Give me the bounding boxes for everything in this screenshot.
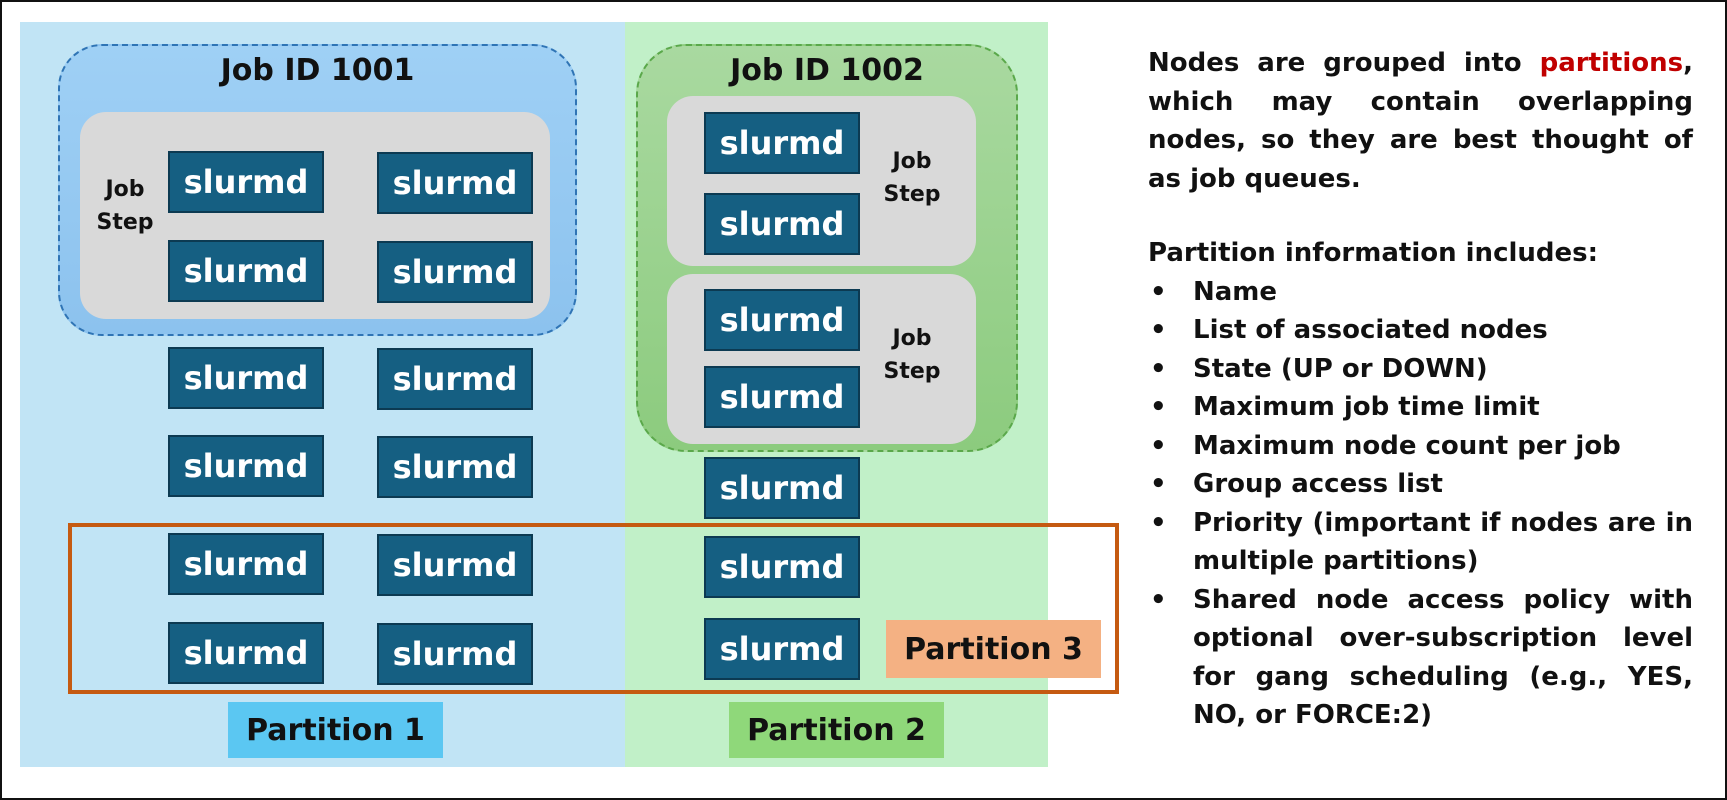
slurmd-node: slurmd: [377, 348, 533, 410]
list-item: •Name: [1148, 273, 1693, 312]
slurmd-node: slurmd: [168, 240, 324, 302]
list-item: •Priority (important if nodes are in mul…: [1148, 504, 1693, 581]
partition-1-label: Partition 1: [228, 702, 443, 758]
slurmd-node: slurmd: [704, 112, 860, 174]
bullet-icon: •: [1150, 430, 1167, 461]
list-item: •List of associated nodes: [1148, 311, 1693, 350]
slurmd-node: slurmd: [704, 193, 860, 255]
bullet-icon: •: [1150, 584, 1167, 615]
job-1001-title: Job ID 1001: [220, 53, 415, 88]
slurmd-node: slurmd: [704, 618, 860, 680]
bullet-icon: •: [1150, 392, 1167, 422]
bullet-icon: •: [1150, 469, 1167, 499]
job-1002-title: Job ID 1002: [730, 53, 924, 88]
job-step-label: Job Step: [883, 326, 941, 384]
list-item: •Group access list: [1148, 465, 1693, 504]
bullet-icon: •: [1150, 315, 1167, 345]
slurmd-node: slurmd: [168, 347, 324, 409]
bullet-icon: •: [1150, 276, 1167, 307]
partition-3-label: Partition 3: [886, 620, 1101, 678]
list-item: •Maximum job time limit: [1148, 388, 1693, 427]
slurmd-node: slurmd: [704, 366, 860, 428]
bullet-icon: •: [1150, 507, 1167, 538]
intro-paragraph: Nodes are grouped into partitions, which…: [1148, 48, 1693, 194]
slurmd-node: slurmd: [377, 152, 533, 214]
list-heading: Partition information includes:: [1148, 238, 1599, 268]
list-item: •State (UP or DOWN): [1148, 350, 1693, 389]
list-item: •Maximum node count per job: [1148, 427, 1693, 466]
slurmd-node: slurmd: [168, 435, 324, 497]
slurmd-node: slurmd: [377, 241, 533, 303]
bullet-icon: •: [1150, 353, 1167, 384]
slurmd-node: slurmd: [377, 534, 533, 596]
slurmd-node: slurmd: [704, 536, 860, 598]
slurmd-node: slurmd: [704, 289, 860, 351]
description-panel: Nodes are grouped into partitions, which…: [1148, 44, 1693, 735]
slurmd-node: slurmd: [704, 457, 860, 519]
job-step-label: Job Step: [96, 177, 154, 235]
slurmd-node: slurmd: [377, 623, 533, 685]
list-item: •Shared node access policy with optional…: [1148, 581, 1693, 735]
slurmd-node: slurmd: [168, 151, 324, 213]
slurmd-node: slurmd: [168, 622, 324, 684]
job-step-label: Job Step: [883, 149, 941, 207]
partitions-highlight: partitions: [1539, 48, 1684, 78]
slurmd-node: slurmd: [377, 436, 533, 498]
partition-info-list: •Name •List of associated nodes •State (…: [1148, 273, 1693, 735]
partition-2-label: Partition 2: [729, 702, 944, 758]
partition-3-outline: [68, 523, 1119, 694]
slurmd-node: slurmd: [168, 533, 324, 595]
